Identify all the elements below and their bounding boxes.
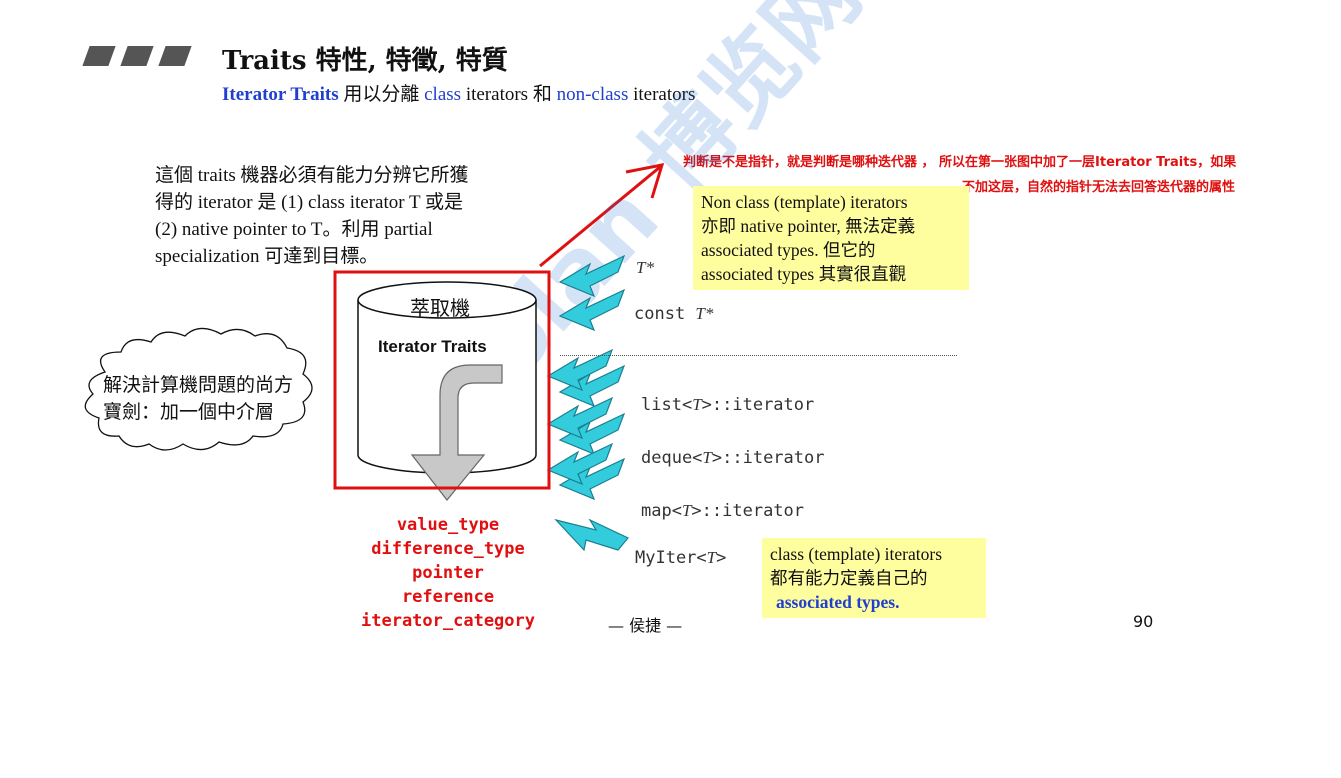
map-suffix: >::iterator bbox=[691, 501, 805, 521]
map-type: T bbox=[681, 501, 692, 520]
class-line-3: associated types. bbox=[776, 592, 900, 612]
input-deque-iterator: deque<T>::iterator bbox=[641, 448, 824, 468]
annotation-arrow bbox=[539, 165, 661, 268]
class-line-2: 都有能力定義自己的 bbox=[770, 568, 928, 588]
list-type: T bbox=[692, 395, 702, 414]
nonclass-line-3: associated types. 但它的 bbox=[701, 240, 876, 260]
annotation-line-1: 判断是不是指针，就是判断是哪种迭代器 ， 所以在第一张图中加了一层Iterato… bbox=[683, 155, 1237, 170]
input-map-iterator: map<T>::iterator bbox=[641, 501, 804, 521]
extractor-cylinder bbox=[357, 281, 537, 501]
nonclass-line-2: 亦即 native pointer, 無法定義 bbox=[701, 216, 916, 236]
arrow-const-ptr bbox=[558, 288, 626, 332]
myiter-type: T bbox=[706, 548, 717, 567]
input-list-iterator: list<T>::iterator bbox=[641, 395, 814, 415]
subtitle-text-3: iterators bbox=[628, 84, 696, 105]
deque-prefix: deque< bbox=[641, 448, 703, 468]
extractor-name: Iterator Traits bbox=[378, 337, 487, 356]
description-line-4: specialization 可達到目標。 bbox=[155, 246, 379, 267]
myiter-prefix: MyIter< bbox=[635, 548, 707, 568]
subtitle-text-1: 用以分離 bbox=[338, 84, 425, 105]
input-pointer: T* bbox=[636, 258, 654, 278]
input-pointer-type: T* bbox=[636, 258, 654, 277]
footer-author: — 侯捷 — bbox=[608, 616, 683, 635]
output-iterator-category: iterator_category bbox=[361, 611, 535, 631]
deque-type: T bbox=[702, 448, 712, 467]
input-const-pointer: const T* bbox=[634, 304, 713, 324]
annotation-line-2: 不加这层，自然的指针无法去回答迭代器的属性 bbox=[962, 180, 1236, 195]
page-number: 90 bbox=[1133, 612, 1154, 631]
myiter-suffix: > bbox=[716, 548, 727, 568]
list-suffix: >::iterator bbox=[701, 395, 815, 415]
description-line-2: 得的 iterator 是 (1) class iterator T 或是 bbox=[155, 192, 463, 213]
cloud-line-2: 寶劍：加一個中介層 bbox=[103, 401, 275, 423]
input-const-prefix: const bbox=[634, 304, 696, 324]
subtitle-non-class: non-class bbox=[556, 84, 629, 105]
class-note-box: class (template) iterators 都有能力定義自己的 ass… bbox=[762, 538, 986, 618]
output-types-list: value_type difference_type pointer refer… bbox=[330, 513, 566, 633]
extractor-top-label: 萃取機 bbox=[410, 296, 470, 320]
nonclass-note-box: Non class (template) iterators 亦即 native… bbox=[693, 186, 969, 290]
description-line-3: (2) native pointer to T。利用 partial bbox=[155, 219, 433, 240]
input-const-type: T* bbox=[695, 304, 714, 323]
deque-suffix: >::iterator bbox=[711, 448, 825, 468]
output-value-type: value_type bbox=[396, 515, 500, 535]
subtitle-iterator-traits: Iterator Traits bbox=[222, 84, 339, 105]
slide-subtitle: Iterator Traits 用以分離 class iterators 和 n… bbox=[222, 79, 695, 106]
input-myiter: MyIter<T> bbox=[635, 548, 726, 568]
extractor-gray-arrow bbox=[410, 364, 503, 501]
cloud-shape bbox=[84, 327, 313, 451]
output-difference-type: difference_type bbox=[371, 539, 525, 559]
cloud-line-1: 解決計算機問題的尚方 bbox=[103, 374, 294, 396]
subtitle-text-2: iterators 和 bbox=[461, 84, 557, 105]
arrow-list bbox=[558, 364, 626, 408]
nonclass-line-1: Non class (template) iterators bbox=[701, 192, 908, 212]
arrow-ptr bbox=[558, 254, 626, 298]
extractor-red-frame bbox=[333, 270, 551, 490]
class-line-1: class (template) iterators bbox=[770, 544, 943, 564]
output-pointer: pointer bbox=[412, 563, 484, 583]
input-arrows bbox=[546, 254, 629, 552]
slide-title: Traits 特性, 特徵, 特質 bbox=[222, 46, 508, 76]
map-prefix: map< bbox=[641, 501, 682, 521]
subtitle-class: class bbox=[424, 84, 462, 105]
nonclass-line-4: associated types 其實很直觀 bbox=[701, 264, 907, 284]
annotation-arrow-head bbox=[625, 163, 665, 199]
description-line-1: 這個 traits 機器必須有能力分辨它所獲 bbox=[155, 165, 469, 186]
list-prefix: list< bbox=[641, 395, 693, 415]
description-text: 這個 traits 機器必須有能力分辨它所獲 得的 iterator 是 (1)… bbox=[155, 162, 545, 270]
separator-dotted-line bbox=[560, 355, 957, 356]
output-reference: reference bbox=[401, 587, 495, 607]
arrow-myiter bbox=[554, 518, 629, 552]
